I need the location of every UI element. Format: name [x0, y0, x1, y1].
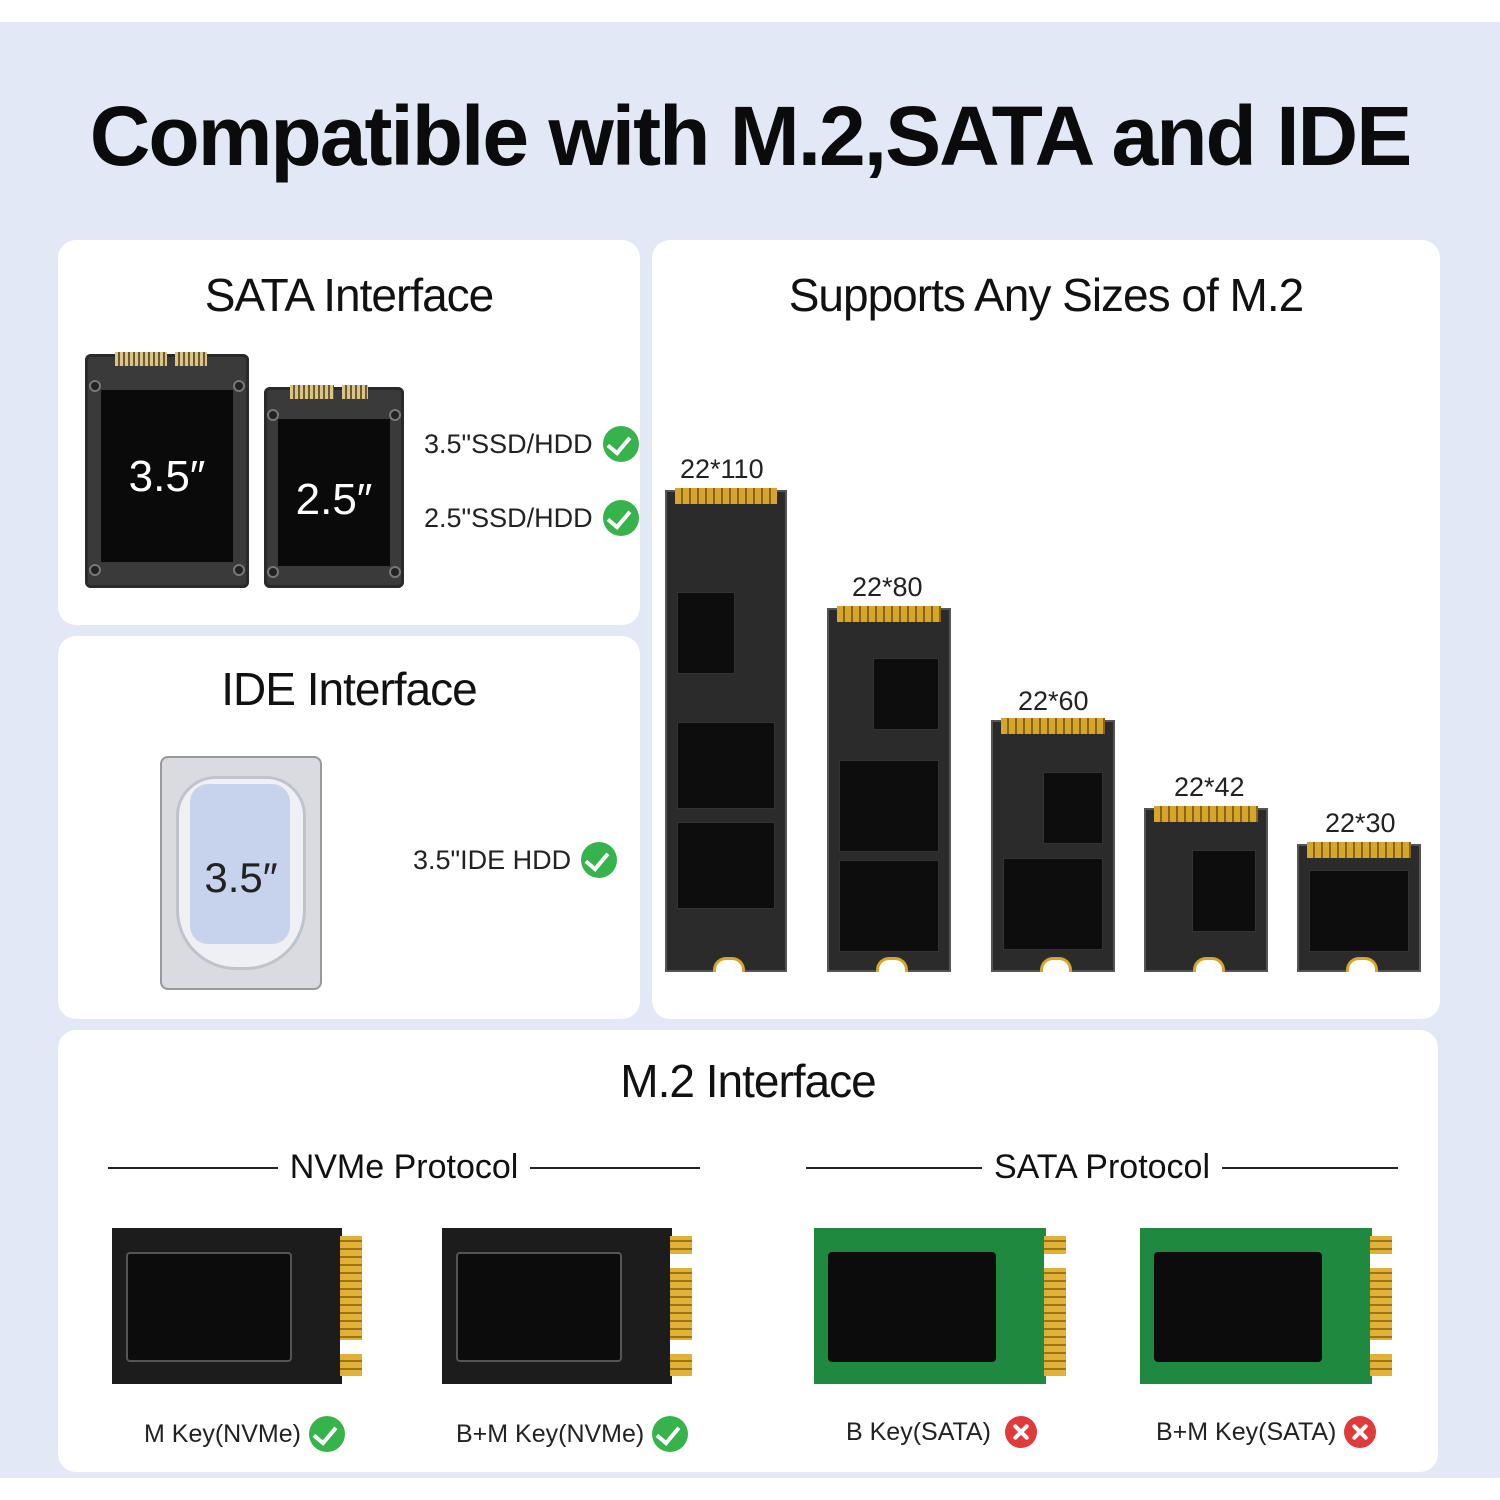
check-icon: [602, 500, 639, 536]
m2-22x30-stick: [1297, 842, 1421, 972]
check-icon: [652, 1416, 689, 1452]
cross-icon: [1344, 1416, 1377, 1448]
b-key-sata-item: B Key(SATA): [846, 1416, 1037, 1448]
sata-protocol-label: SATA Protocol: [993, 1148, 1211, 1186]
ide-interface-panel: IDE Interface 3.5″ 3.5"IDE HDD: [58, 636, 640, 1019]
size-label-22x110: 22*110: [680, 454, 764, 484]
bm-key-nvme-item: B+M Key(NVMe): [456, 1416, 689, 1452]
check-icon: [308, 1416, 345, 1452]
size-label-22x30: 22*30: [1325, 808, 1396, 838]
sizes-panel-title: Supports Any Sizes of M.2: [788, 269, 1305, 321]
m2-22x80-stick: [827, 606, 951, 972]
m-key-nvme-label: M Key(NVMe): [144, 1419, 301, 1448]
size-label-22x60: 22*60: [1018, 686, 1089, 716]
check-icon: [581, 842, 618, 878]
ide-panel-title: IDE Interface: [221, 663, 477, 715]
page-title: Compatible with M.2,SATA and IDE: [89, 89, 1412, 183]
sata-35-label: 3.5"SSD/HDD: [424, 428, 593, 459]
sata-25-drive-image: 2.5″: [264, 385, 404, 588]
sata-interface-panel: SATA Interface 3.5″ 2.5″ 3.5"SSD/HDD 2.5…: [58, 240, 640, 625]
bm-key-sata-stick: [1140, 1228, 1392, 1384]
ide-35-label: 3.5"IDE HDD: [413, 844, 572, 875]
check-icon: [602, 426, 639, 462]
b-key-sata-stick: [814, 1228, 1066, 1384]
sata-25-item: 2.5"SSD/HDD: [424, 500, 639, 536]
m2-22x42-stick: [1144, 806, 1268, 972]
bm-key-nvme-label: B+M Key(NVMe): [456, 1419, 645, 1448]
m-key-nvme-item: M Key(NVMe): [144, 1416, 345, 1452]
ide-hdd-image: 3.5″: [160, 756, 322, 990]
sata-25-label: 2.5"SSD/HDD: [424, 502, 593, 533]
size-label-22x42: 22*42: [1174, 772, 1245, 802]
sata-protocol-heading: SATA Protocol: [806, 1148, 1398, 1187]
m2-sizes-panel: Supports Any Sizes of M.2 22*110 22*80 2…: [652, 240, 1440, 1019]
m2-22x60-stick: [991, 718, 1115, 972]
bm-key-sata-item: B+M Key(SATA): [1156, 1416, 1377, 1448]
m-key-nvme-stick: [112, 1228, 362, 1384]
size-label-22x80: 22*80: [852, 572, 923, 602]
nvme-protocol-heading: NVMe Protocol: [108, 1148, 701, 1187]
sata-35-item: 3.5"SSD/HDD: [424, 426, 639, 462]
bm-key-sata-label: B+M Key(SATA): [1156, 1417, 1337, 1446]
ide-35-item: 3.5"IDE HDD: [413, 842, 618, 878]
m2-panel-title: M.2 Interface: [620, 1055, 876, 1107]
nvme-protocol-label: NVMe Protocol: [289, 1148, 519, 1186]
cross-icon: [1004, 1416, 1037, 1448]
sata-35-drive-image: 3.5″: [85, 352, 249, 588]
drive-size-label: 3.5″: [128, 452, 206, 501]
sata-panel-title: SATA Interface: [204, 269, 495, 321]
m2-interface-panel: M.2 Interface NVMe Protocol SATA Protoco…: [58, 1030, 1438, 1472]
drive-size-label: 2.5″: [295, 475, 373, 524]
bm-key-nvme-stick: [442, 1228, 692, 1384]
ide-drive-size-label: 3.5″: [204, 854, 278, 901]
m2-22x110-stick: [665, 488, 787, 972]
b-key-sata-label: B Key(SATA): [846, 1417, 991, 1446]
